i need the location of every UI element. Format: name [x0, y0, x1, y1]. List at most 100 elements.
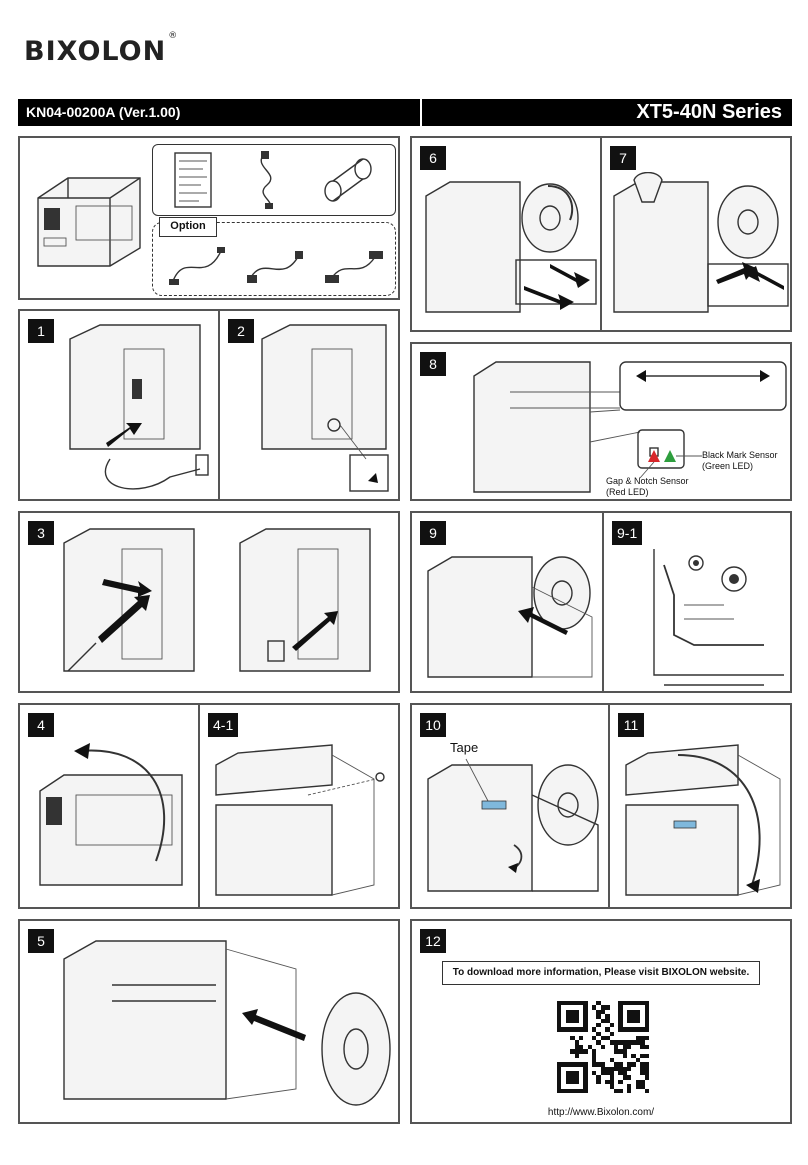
step-8-badge: 8: [420, 352, 446, 376]
qr-module: [635, 1079, 641, 1085]
qr-module: [600, 1031, 606, 1037]
qr-module: [631, 1044, 636, 1050]
qr-module: [578, 1014, 584, 1019]
qr-module: [605, 1031, 610, 1037]
qr-module: [622, 1053, 628, 1058]
qr-module: [618, 1044, 623, 1050]
qr-module: [574, 1018, 579, 1023]
qr-module: [622, 1049, 628, 1054]
qr-module: [635, 1044, 641, 1050]
steps-6-7-panel: 6 7: [410, 136, 792, 332]
qr-module: [570, 1022, 575, 1028]
qr-module: [622, 1066, 628, 1072]
qr-module: [557, 1071, 562, 1076]
qr-module: [570, 1001, 575, 1006]
qr-module: [574, 1044, 579, 1050]
manual-icon: [174, 152, 212, 208]
website-link[interactable]: http://www.Bixolon.com/: [547, 1107, 655, 1118]
qr-module: [627, 1036, 632, 1041]
qr-module: [592, 1079, 597, 1085]
qr-module: [561, 1088, 566, 1093]
qr-module: [613, 1062, 619, 1067]
qr-module: [596, 1057, 601, 1063]
qr-module: [622, 1040, 628, 1045]
qr-module: [613, 1075, 619, 1080]
qr-module: [618, 1088, 623, 1093]
qr-module: [631, 1018, 636, 1023]
qr-module: [613, 1044, 619, 1050]
qr-module: [578, 1088, 584, 1093]
qr-module: [587, 1053, 593, 1058]
qr-module: [640, 1049, 645, 1054]
qr-module: [565, 1062, 571, 1067]
qr-module: [644, 1018, 649, 1023]
qr-module: [596, 1053, 601, 1058]
qr-module: [622, 1005, 628, 1010]
qr-module: [618, 1040, 623, 1045]
qr-module: [600, 1044, 606, 1050]
qr-module: [644, 1071, 649, 1076]
qr-module: [600, 1027, 606, 1032]
qr-module: [613, 1066, 619, 1072]
qr-module: [596, 1009, 601, 1015]
qr-module: [609, 1084, 614, 1089]
step-4-1-badge: 4-1: [208, 713, 239, 737]
qr-module: [600, 1036, 606, 1041]
qr-module: [561, 1031, 566, 1037]
qr-module: [613, 1071, 619, 1076]
qr-module: [587, 1009, 593, 1015]
qr-module: [592, 1018, 597, 1023]
qr-module: [570, 1075, 575, 1080]
qr-module: [592, 1031, 597, 1037]
qr-module: [565, 1001, 571, 1006]
qr-module: [640, 1031, 645, 1037]
power-connect-illustration: [69, 324, 209, 490]
qr-module: [627, 1044, 632, 1050]
qr-module: [631, 1049, 636, 1054]
qr-module: [635, 1075, 641, 1080]
qr-module: [583, 1031, 588, 1037]
qr-module: [596, 1071, 601, 1076]
qr-module: [592, 1044, 597, 1050]
qr-module: [622, 1071, 628, 1076]
power-cord-icon: [260, 151, 273, 209]
qr-code-grid: [557, 1001, 649, 1093]
qr-module: [578, 1040, 584, 1045]
qr-module: [627, 1053, 632, 1058]
qr-module: [622, 1079, 628, 1085]
qr-module: [583, 1088, 588, 1093]
qr-module: [578, 1001, 584, 1006]
qr-module: [561, 1036, 566, 1041]
qr-module: [605, 1049, 610, 1054]
qr-module: [587, 1075, 593, 1080]
qr-module: [574, 1053, 579, 1058]
step-5-panel: 5: [18, 919, 400, 1124]
qr-module: [570, 1057, 575, 1063]
qr-module: [578, 1044, 584, 1050]
qr-module: [635, 1049, 641, 1054]
qr-module: [596, 1040, 601, 1045]
qr-module: [644, 1066, 649, 1072]
qr-module: [605, 1001, 610, 1006]
qr-module: [600, 1088, 606, 1093]
qr-module: [631, 1005, 636, 1010]
qr-module: [640, 1088, 645, 1093]
qr-module: [605, 1027, 610, 1032]
qr-module: [557, 1084, 562, 1089]
media-path-illustration: [653, 549, 784, 686]
qr-module: [600, 1053, 606, 1058]
qr-module: [561, 1005, 566, 1010]
qr-module: [613, 1027, 619, 1032]
qr-module: [570, 1040, 575, 1045]
qr-module: [557, 1018, 562, 1023]
qr-module: [640, 1027, 645, 1032]
qr-code[interactable]: [557, 1001, 649, 1093]
qr-module: [596, 1022, 601, 1028]
qr-module: [640, 1005, 645, 1010]
qr-module: [605, 1009, 610, 1015]
qr-module: [596, 1084, 601, 1089]
qr-module: [609, 1027, 614, 1032]
qr-module: [618, 1084, 623, 1089]
qr-module: [596, 1066, 601, 1072]
step-6-section: 6: [412, 138, 600, 330]
